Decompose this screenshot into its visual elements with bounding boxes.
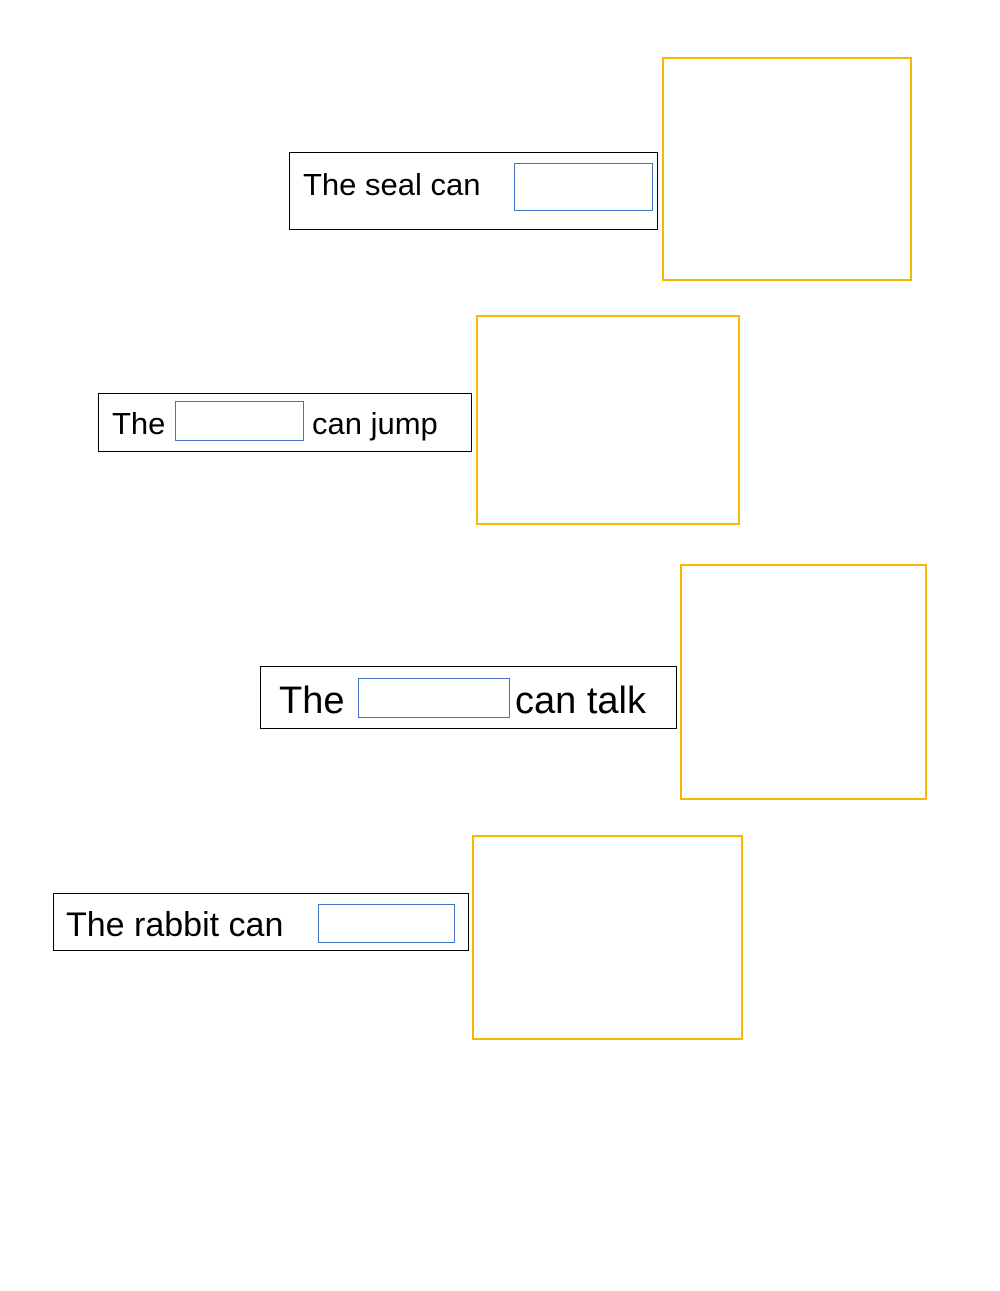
sentence-box-4: The rabbit can	[53, 893, 469, 951]
sentence-1-text-before: The seal can	[303, 167, 481, 202]
image-frame-2	[476, 315, 740, 525]
blank-input-2[interactable]	[175, 401, 304, 441]
image-frame-3	[680, 564, 927, 800]
blank-input-4[interactable]	[318, 904, 455, 943]
blank-input-3[interactable]	[358, 678, 510, 718]
sentence-4-text-before: The rabbit can	[66, 906, 284, 944]
sentence-box-3: The can talk	[260, 666, 677, 729]
image-frame-4	[472, 835, 743, 1040]
sentence-3-text-before: The	[279, 680, 345, 722]
sentence-2-text-before: The	[112, 406, 166, 441]
blank-input-1[interactable]	[514, 163, 653, 211]
sentence-2-text-after: can jump	[312, 406, 438, 441]
sentence-box-1: The seal can	[289, 152, 658, 230]
image-frame-1	[662, 57, 912, 281]
sentence-3-text-after: can talk	[515, 680, 646, 722]
sentence-box-2: The can jump	[98, 393, 472, 452]
